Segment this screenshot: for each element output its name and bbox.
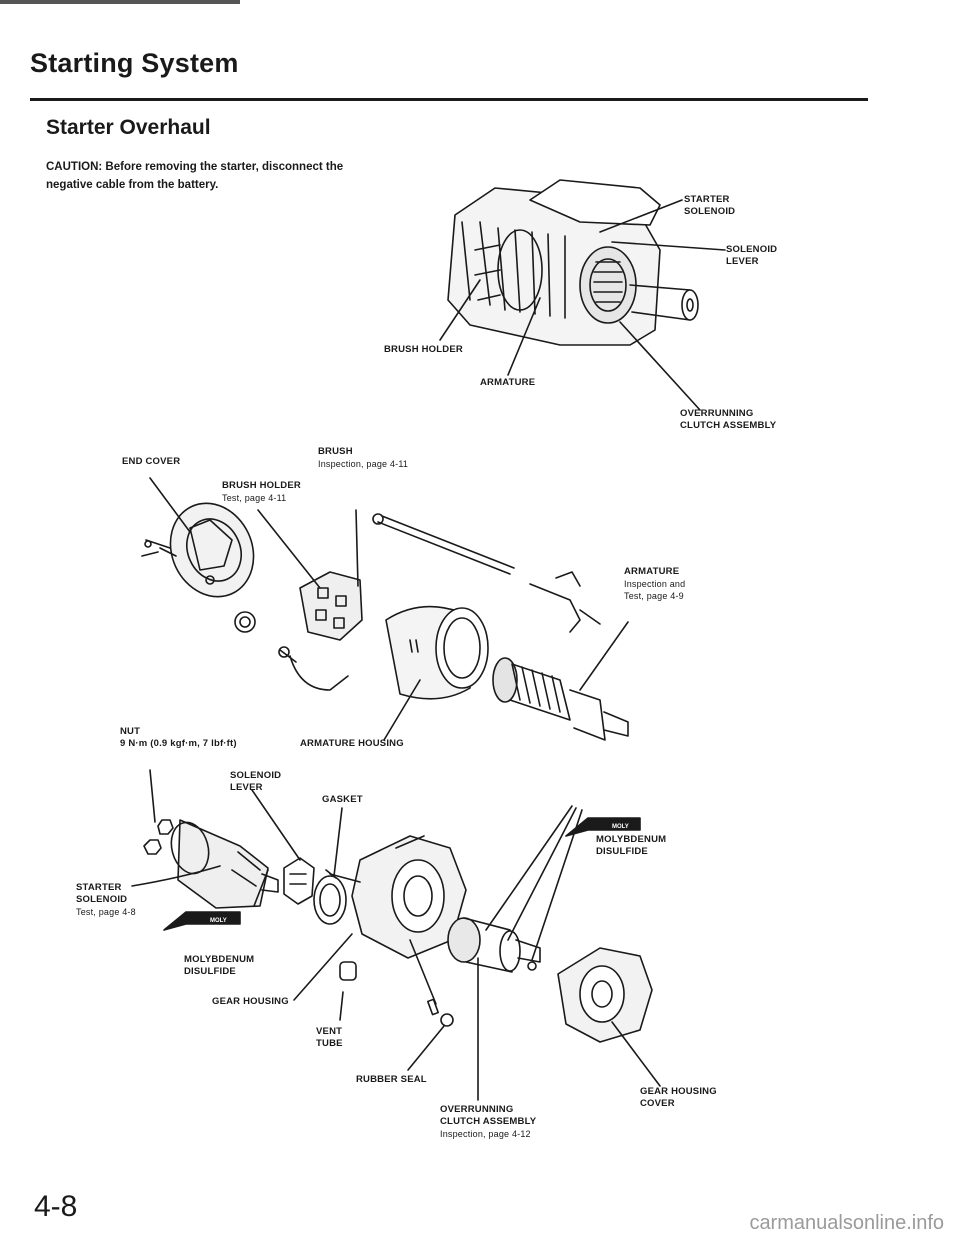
watermark: carmanualsonline.info [749,1212,944,1234]
label-starter-solenoid: STARTER SOLENOID Test, page 4-8 [76,882,136,917]
gasket-drawing [313,875,347,925]
moly-symbol-left [163,911,241,931]
top-edge-rule [0,0,240,4]
ref-armature-1: Inspection and [624,579,686,589]
label-rubber-seal: RUBBER SEAL [356,1074,427,1085]
label-armature-top: ARMATURE [480,377,536,388]
rubber-seal-drawing [407,1013,454,1071]
label-overrunning-clutch: OVERRUNNING CLUTCH ASSEMBLY Inspection, … [440,1104,537,1139]
label-brush-holder: BRUSH HOLDER Test, page 4-11 [222,480,301,503]
caution-note: CAUTION: Before removing the starter, di… [46,158,426,194]
label-nut: NUT 9 N·m (0.9 kgf·m, 7 lbf·ft) [120,726,237,749]
ref-starter-solenoid: Test, page 4-8 [76,907,136,917]
brush-holder-drawing [205,571,363,691]
svg-text:MOLY: MOLY [210,918,227,924]
label-gear-housing: GEAR HOUSING [212,996,289,1007]
moly-symbol-right [565,817,641,837]
label-armature-housing: ARMATURE HOUSING [300,738,404,749]
armature-housing-drawing [385,605,489,700]
label-brush-holder-top: BRUSH HOLDER [384,344,463,355]
label-gasket: GASKET [322,794,363,805]
assembled-starter-drawing [447,179,699,346]
caution-line-2: negative cable from the battery. [46,179,219,191]
end-cover-drawing [141,502,255,598]
ref-brush: Inspection, page 4-11 [318,459,409,469]
subsection-title: Starter Overhaul [46,116,211,139]
caution-line-1: CAUTION: Before removing the starter, di… [46,161,344,173]
ref-overrunning-clutch: Inspection, page 4-12 [440,1129,531,1139]
label-armature: ARMATURE Inspection and Test, page 4-9 [624,566,686,601]
solenoid-lever-drawing [283,857,315,905]
overrunning-clutch-drawing [447,917,541,973]
gear-housing-cover-drawing [557,947,653,1043]
label-end-cover: END COVER [122,456,181,467]
starter-solenoid-drawing [170,819,279,909]
armature-drawing [492,657,629,741]
nut-drawing [143,769,174,855]
through-bolt-drawing [372,513,601,633]
svg-text:MOLY: MOLY [612,824,629,830]
header-rule [30,98,868,101]
ref-armature-2: Test, page 4-9 [624,591,684,601]
label-brush: BRUSH Inspection, page 4-11 [318,446,409,469]
vent-tube-drawing [339,961,357,1021]
gear-housing-drawing [325,835,467,959]
ref-brush-holder: Test, page 4-11 [222,493,287,503]
nut-torque-spec: 9 N·m (0.9 kgf·m, 7 lbf·ft) [120,738,237,749]
page-number: 4-8 [34,1190,78,1223]
section-title: Starting System [30,48,239,78]
